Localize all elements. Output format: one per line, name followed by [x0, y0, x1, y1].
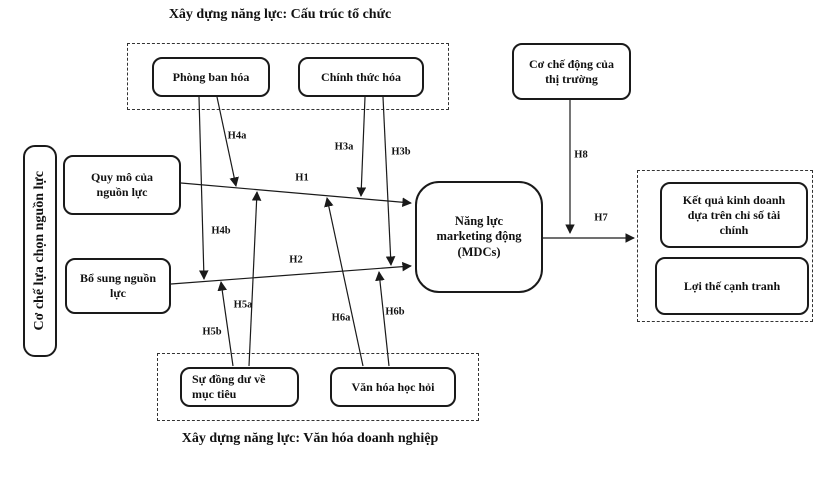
label-h5b: H5b — [202, 326, 222, 338]
label-h8: H8 — [574, 149, 588, 161]
label-h7: H7 — [594, 212, 608, 224]
label-h4b: H4b — [211, 225, 231, 237]
arrow-h6b — [375, 271, 390, 367]
arrow-h3a — [356, 96, 367, 197]
box-competitive-advantage: Lợi thế cạnh tranh — [655, 257, 809, 315]
box-resource-selection-label: Cơ chế lựa chọn nguồn lực — [32, 171, 48, 331]
box-resource-selection-mechanism: Cơ chế lựa chọn nguồn lực — [23, 145, 57, 357]
arrow-h2 — [170, 261, 412, 285]
label-h4a: H4a — [227, 130, 247, 142]
box-resource-scale: Quy mô của nguồn lực — [63, 155, 181, 215]
label-h6b: H6b — [385, 306, 405, 318]
arrow-h4b — [198, 96, 209, 280]
label-h2: H2 — [289, 254, 303, 266]
box-mdcs: Năng lực marketing động (MDCs) — [415, 181, 543, 293]
group-frame-corporate-culture — [157, 353, 479, 421]
label-h6a: H6a — [331, 312, 351, 324]
bottom-group-title: Xây dựng năng lực: Văn hóa doanh nghiệp — [181, 431, 439, 446]
arrow-h5a — [248, 191, 262, 367]
group-frame-organizational-structure — [127, 43, 449, 110]
box-formalization: Chính thức hóa — [298, 57, 424, 97]
arrow-h3b — [382, 96, 396, 266]
box-learning-culture: Văn hóa học hỏi — [330, 367, 456, 407]
label-h3b: H3b — [391, 146, 411, 158]
box-financial-performance: Kết quả kinh doanh dựa trên chỉ số tài c… — [660, 182, 808, 248]
label-h1: H1 — [295, 172, 309, 184]
label-h3a: H3a — [334, 141, 354, 153]
box-goal-congruence: Sự đồng dư về mục tiêu — [180, 367, 299, 407]
arrow-h1 — [180, 182, 412, 208]
box-market-dynamics: Cơ chế động của thị trường — [512, 43, 631, 100]
box-departmentalization: Phòng ban hóa — [152, 57, 270, 97]
arrow-h6a — [324, 197, 364, 367]
top-group-title: Xây dựng năng lực: Cấu trúc tổ chức — [168, 7, 392, 22]
arrow-h5b — [217, 281, 234, 367]
box-resource-complement: Bổ sung nguồn lực — [65, 258, 171, 314]
arrow-h4a — [216, 96, 239, 187]
label-h5a: H5a — [233, 299, 253, 311]
group-frame-outcomes — [637, 170, 813, 322]
